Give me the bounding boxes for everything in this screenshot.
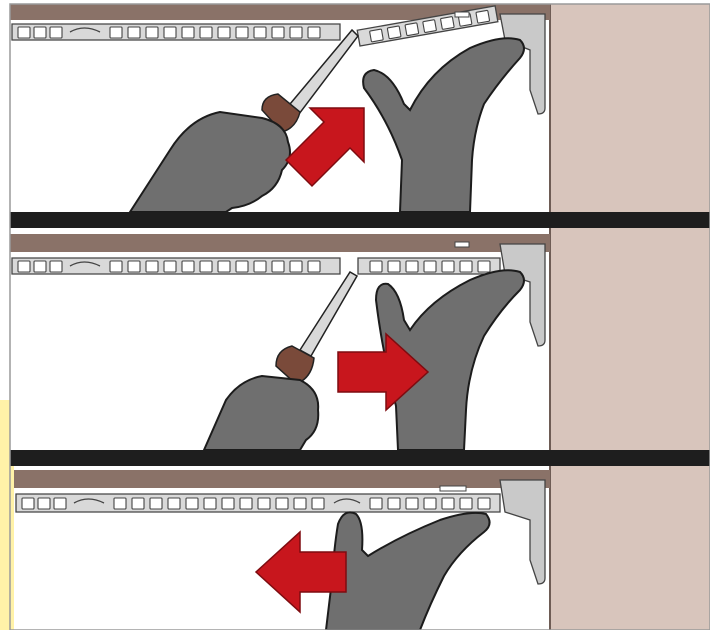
panel-3-wall	[550, 466, 710, 630]
panel-3-track	[16, 494, 500, 512]
panel-2-track-right	[358, 258, 500, 274]
panel-2-wall	[550, 228, 710, 450]
panel-2-track-left	[12, 258, 340, 274]
panel-3	[14, 466, 710, 630]
panel-1	[10, 4, 710, 212]
separator	[10, 212, 710, 228]
panel-1-wall	[550, 4, 710, 212]
separator	[10, 450, 710, 466]
panel-1-track-left	[12, 24, 340, 40]
panel-3-ceiling	[14, 470, 550, 488]
panel-2	[10, 228, 710, 450]
